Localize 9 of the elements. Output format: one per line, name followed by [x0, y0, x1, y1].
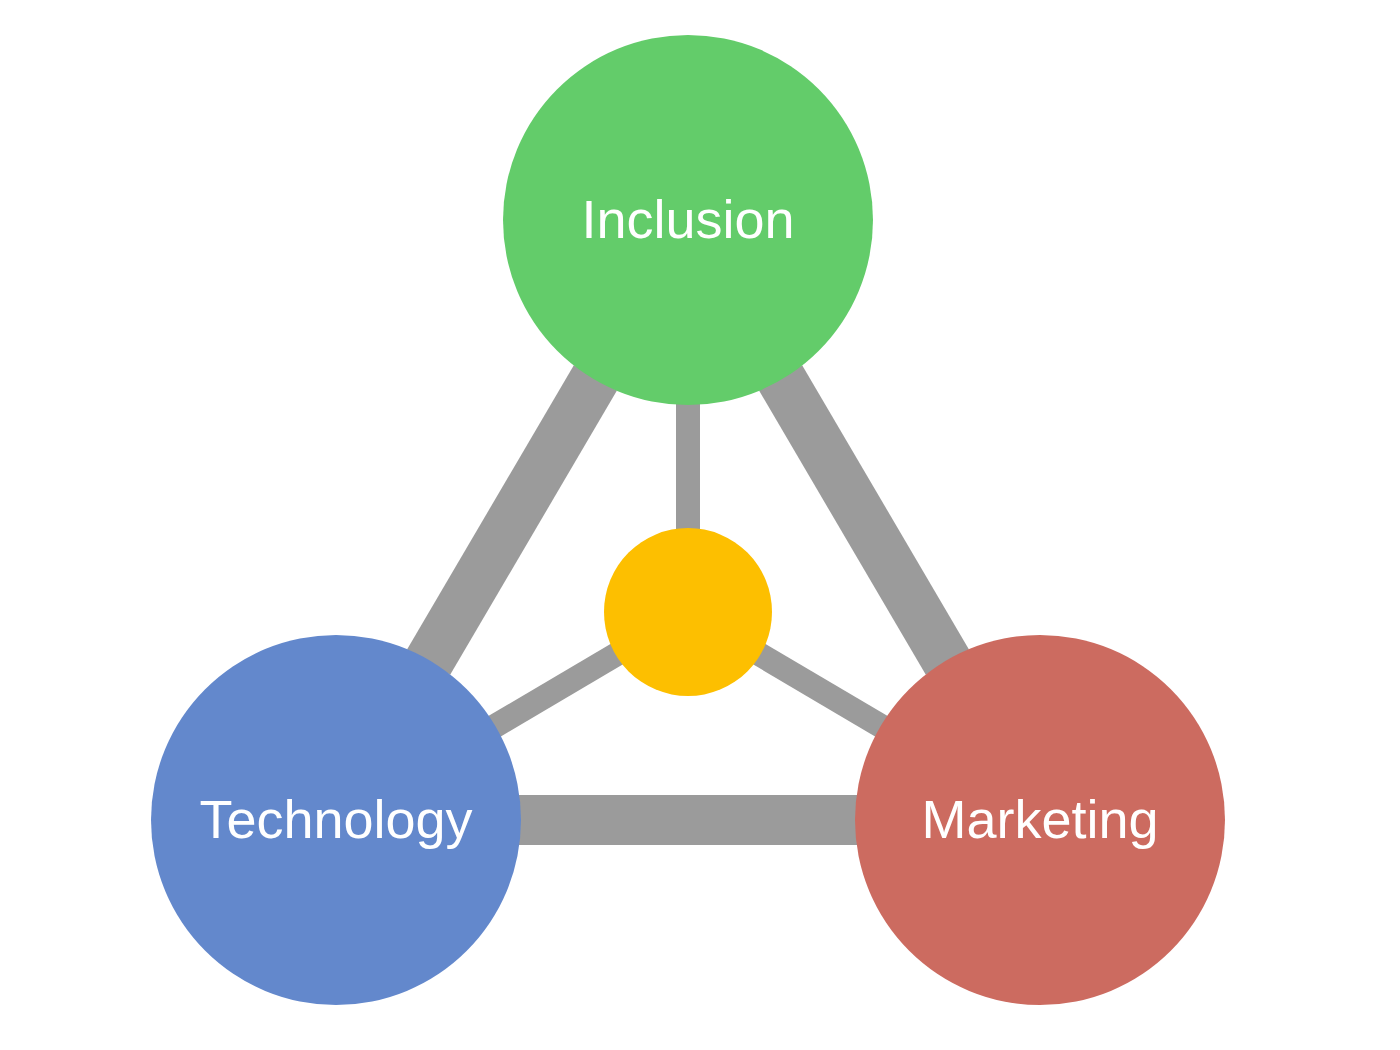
node-label: Technology [199, 788, 473, 852]
connector-line [759, 365, 969, 675]
connector-line [752, 643, 889, 738]
node-label: Marketing [921, 788, 1159, 852]
connector-line [407, 365, 617, 675]
connector-line [487, 643, 624, 738]
connector-line [676, 403, 700, 530]
connector-line [519, 795, 857, 845]
node-label: Inclusion [581, 188, 795, 252]
